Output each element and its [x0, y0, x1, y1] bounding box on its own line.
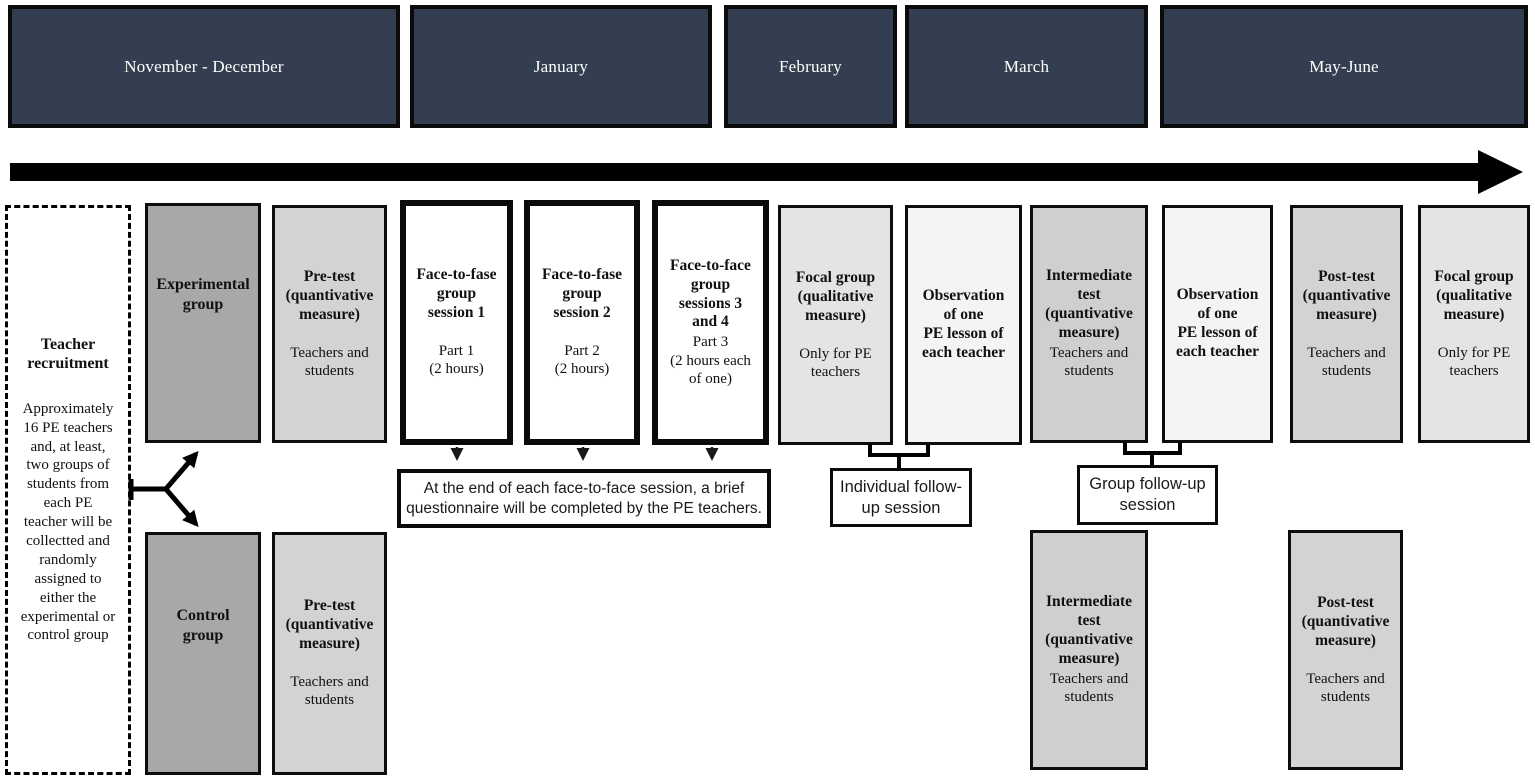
- month-label: February: [779, 56, 842, 76]
- month-label: March: [1003, 56, 1050, 76]
- box-title: Teacher recruitment: [27, 335, 109, 373]
- month-label: May-June: [1309, 56, 1379, 76]
- group-followup-box: Group follow-up session: [1077, 465, 1218, 525]
- box-body: Teachers and students: [290, 344, 369, 379]
- box-title: Post-test (quantivative measure): [1302, 267, 1391, 323]
- month-november-december: November - December: [8, 5, 400, 128]
- box-body: Only for PE teachers: [799, 345, 872, 380]
- observation-1-box: Observation of one PE lesson of each tea…: [905, 205, 1022, 445]
- individual-followup-box: Individual follow- up session: [830, 468, 972, 527]
- box-body: Approximately 16 PE teachers and, at lea…: [20, 400, 116, 644]
- month-february: February: [724, 5, 897, 128]
- box-body: Teachers and students: [1049, 671, 1129, 706]
- face-to-face-session-2-box: Face-to-fase group session 2 Part 2 (2 h…: [524, 200, 640, 445]
- box-title: Face-to-face group sessions 3 and 4: [670, 256, 751, 331]
- box-body: Part 3 (2 hours each of one): [670, 334, 751, 387]
- intermediate-observation-bracket: [1123, 442, 1182, 466]
- box-title: Control group: [176, 606, 230, 644]
- month-march: March: [905, 5, 1148, 128]
- note-text: Individual follow- up session: [840, 477, 962, 517]
- box-title: Face-to-fase group session 1: [416, 266, 497, 322]
- control-group-box: Control group: [145, 532, 261, 775]
- intermediate-test-control-box: Intermediate test (quantivative measure)…: [1030, 530, 1148, 770]
- intermediate-test-experimental-box: Intermediate test (quantivative measure)…: [1030, 205, 1148, 443]
- questionnaire-note-box: At the end of each face-to-face session,…: [397, 469, 771, 528]
- box-title: Focal group (qualitative measure): [1434, 267, 1514, 323]
- box-title: Intermediate test (quantivative measure): [1045, 267, 1133, 342]
- post-test-experimental-box: Post-test (quantivative measure) Teacher…: [1290, 205, 1403, 443]
- box-title: Pre-test (quantivative measure): [285, 267, 374, 323]
- month-may-june: May-June: [1160, 5, 1528, 128]
- box-body: Teachers and students: [290, 674, 369, 709]
- box-body: Part 2 (2 hours): [554, 343, 610, 378]
- box-title: Focal group (qualitative measure): [795, 268, 876, 324]
- focal-group-may-june-box: Focal group (qualitative measure) Only f…: [1418, 205, 1530, 443]
- focal-observation-bracket: [868, 444, 930, 468]
- box-title: Pre-test (quantivative measure): [285, 597, 374, 653]
- face-to-face-sessions-3-4-box: Face-to-face group sessions 3 and 4 Part…: [652, 200, 769, 445]
- box-title: Observation of one PE lesson of each tea…: [921, 287, 1006, 361]
- teacher-recruitment-box: Teacher recruitment Approximately 16 PE …: [5, 205, 131, 775]
- box-title: Face-to-fase group session 2: [541, 266, 623, 322]
- box-title: Observation of one PE lesson of each tea…: [1175, 286, 1260, 360]
- focal-group-february-box: Focal group (qualitative measure) Only f…: [778, 205, 893, 445]
- note-text: Group follow-up session: [1089, 475, 1206, 514]
- month-label: January: [533, 56, 589, 76]
- experimental-group-box: Experimental group: [145, 203, 261, 443]
- box-body: Teachers and students: [1049, 345, 1129, 380]
- month-january: January: [410, 5, 712, 128]
- box-body: Part 1 (2 hours): [429, 343, 484, 378]
- timeline-arrow-shaft: [10, 163, 1480, 181]
- pre-test-control-box: Pre-test (quantivative measure) Teachers…: [272, 532, 387, 775]
- pre-test-experimental-box: Pre-test (quantivative measure) Teachers…: [272, 205, 387, 443]
- note-text: At the end of each face-to-face session,…: [406, 480, 762, 517]
- face-to-face-session-1-box: Face-to-fase group session 1 Part 1 (2 h…: [400, 200, 513, 445]
- post-test-control-box: Post-test (quantivative measure) Teacher…: [1288, 530, 1403, 770]
- box-body: Teachers and students: [1307, 344, 1386, 379]
- box-body: Teachers and students: [1306, 670, 1385, 705]
- box-title: Post-test (quantivative measure): [1301, 593, 1390, 649]
- observation-2-box: Observation of one PE lesson of each tea…: [1162, 205, 1273, 443]
- timeline-arrowhead-icon: [1478, 150, 1523, 194]
- recruitment-fork-arrows: [128, 450, 199, 528]
- box-body: Only for PE teachers: [1437, 344, 1511, 379]
- box-title: Experimental group: [156, 276, 250, 313]
- month-label: November - December: [124, 56, 284, 76]
- session-questionnaire-arrows: [450, 447, 719, 461]
- box-title: Intermediate test (quantivative measure): [1045, 593, 1133, 668]
